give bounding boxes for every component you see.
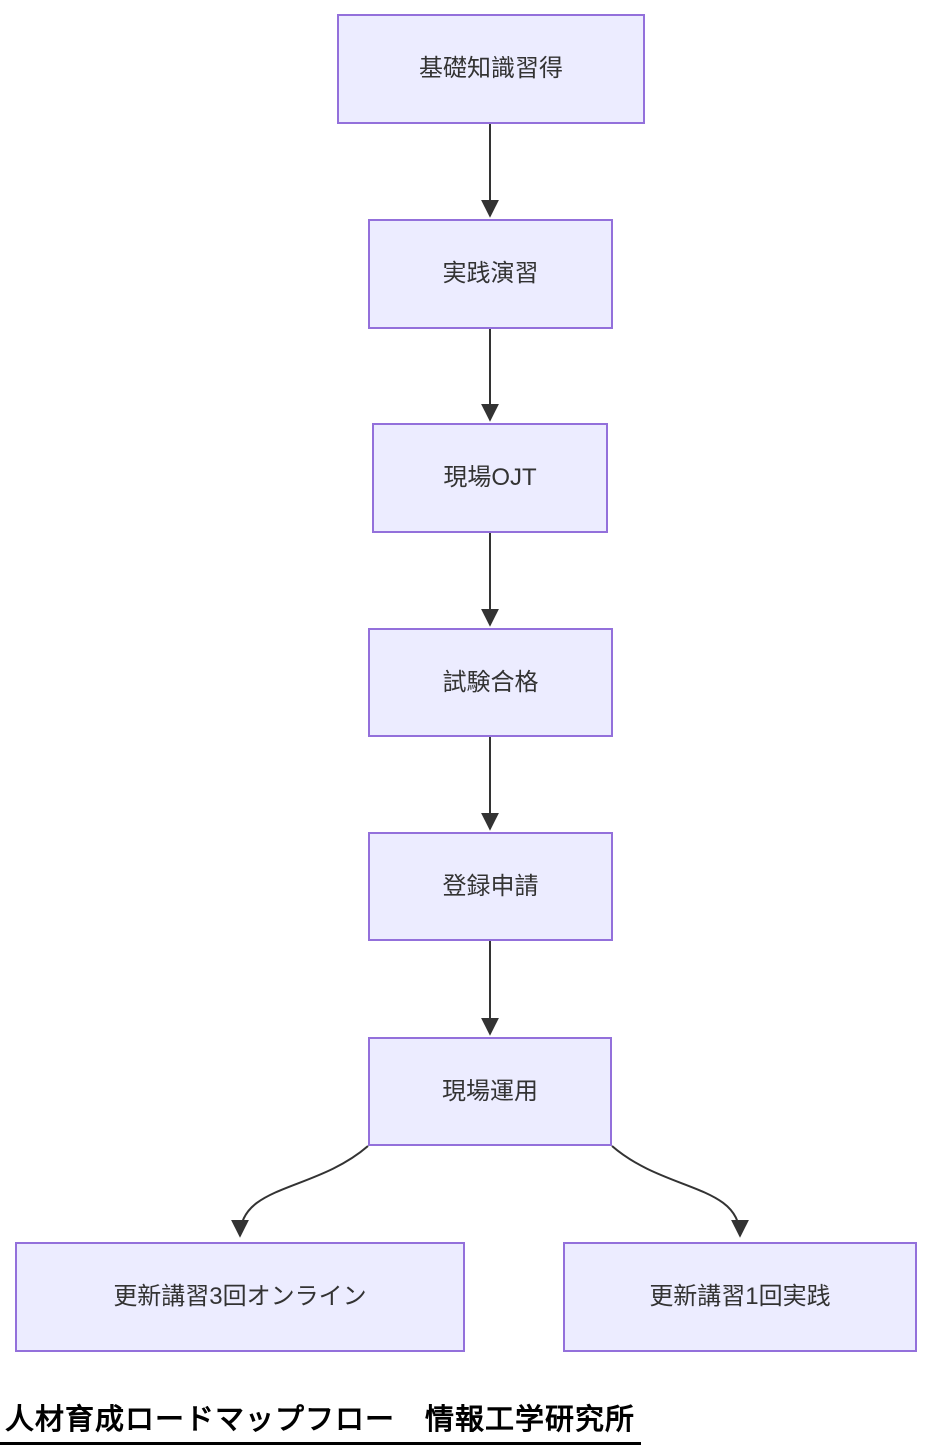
flow-node-label: 現場運用 xyxy=(442,1077,538,1105)
flow-node-label: 実践演習 xyxy=(442,260,539,288)
flow-node-label: 試験合格 xyxy=(442,668,539,696)
flow-node-field-operation: 現場運用 xyxy=(368,1037,612,1146)
flow-node-renewal-training-practical: 更新講習1回実践 xyxy=(563,1242,917,1352)
flow-node-practical-exercise: 実践演習 xyxy=(368,219,613,329)
flow-node-basic-knowledge: 基礎知識習得 xyxy=(337,14,645,124)
flow-node-onsite-ojt: 現場OJT xyxy=(372,423,608,533)
diagram-caption: 人材育成ロードマップフロー 情報工学研究所 xyxy=(0,1396,642,1445)
edge-operation-to-renewal-practical xyxy=(611,1145,749,1238)
flow-node-label: 更新講習3回オンライン xyxy=(113,1283,367,1311)
flow-node-registration-application: 登録申請 xyxy=(368,832,613,941)
flow-node-label: 更新講習1回実践 xyxy=(649,1283,831,1311)
flow-node-label: 基礎知識習得 xyxy=(419,55,563,83)
flow-node-renewal-training-online: 更新講習3回オンライン xyxy=(15,1242,465,1352)
edge-operation-to-renewal-online xyxy=(231,1145,369,1238)
flow-node-exam-pass: 試験合格 xyxy=(368,628,613,737)
flow-node-label: 現場OJT xyxy=(443,464,537,492)
flow-node-label: 登録申請 xyxy=(442,872,539,900)
